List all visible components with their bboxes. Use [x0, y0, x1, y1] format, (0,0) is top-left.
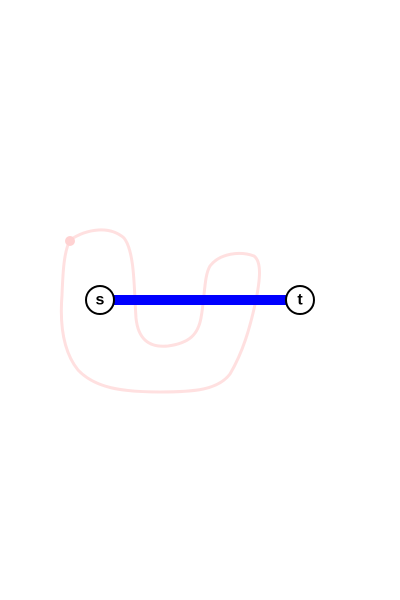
- node-t[interactable]: t: [285, 285, 315, 315]
- trace-path: [59, 228, 261, 394]
- trace-start-dot: [65, 236, 75, 246]
- node-s-label: s: [96, 292, 105, 309]
- node-t-label: t: [297, 292, 303, 309]
- node-s-circle: [85, 285, 115, 315]
- node-s[interactable]: s: [85, 285, 115, 315]
- node-t-circle: [285, 285, 315, 315]
